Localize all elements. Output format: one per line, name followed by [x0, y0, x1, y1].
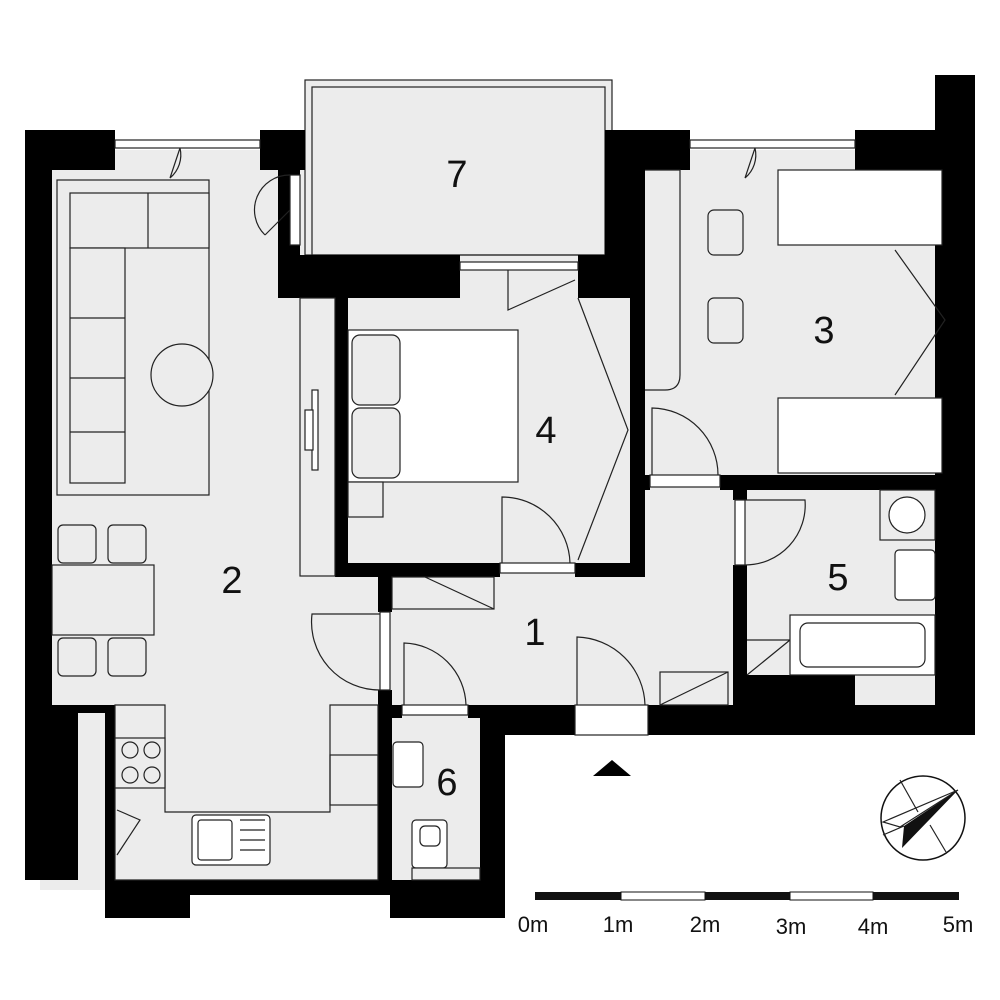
compass-icon: [880, 775, 966, 861]
coffee-table: [150, 343, 214, 407]
bathroom-fixtures: [746, 489, 936, 676]
kitchen-counter: [114, 704, 379, 881]
room-label-7: 7: [446, 154, 467, 196]
room-label-2: 2: [221, 560, 242, 602]
scale-label-5: 5m: [943, 912, 974, 937]
sofa: [56, 179, 210, 496]
room3-furniture: [645, 169, 946, 474]
double-bed: [347, 297, 629, 561]
scale-label-3: 3m: [776, 914, 807, 939]
room-label-6: 6: [436, 762, 457, 804]
windows: [114, 139, 856, 271]
doors: [169, 147, 806, 736]
tv-unit: [299, 297, 336, 577]
hall-storage: [391, 576, 729, 706]
dining-table: [51, 524, 155, 677]
scale-label-2: 2m: [690, 912, 721, 937]
room-label-1: 1: [524, 612, 545, 654]
scale-label-4: 4m: [858, 914, 889, 939]
wc-fixtures: [392, 741, 481, 881]
walls: [25, 75, 975, 918]
room-label-4: 4: [535, 410, 556, 452]
scale-bar: 0m 1m 2m 3m 4m 5m: [518, 891, 974, 939]
scale-label-0: 0m: [518, 912, 549, 937]
entrance-arrow-icon: [593, 760, 631, 776]
room-label-5: 5: [827, 557, 848, 599]
room-label-3: 3: [813, 310, 834, 352]
scale-label-1: 1m: [603, 912, 634, 937]
